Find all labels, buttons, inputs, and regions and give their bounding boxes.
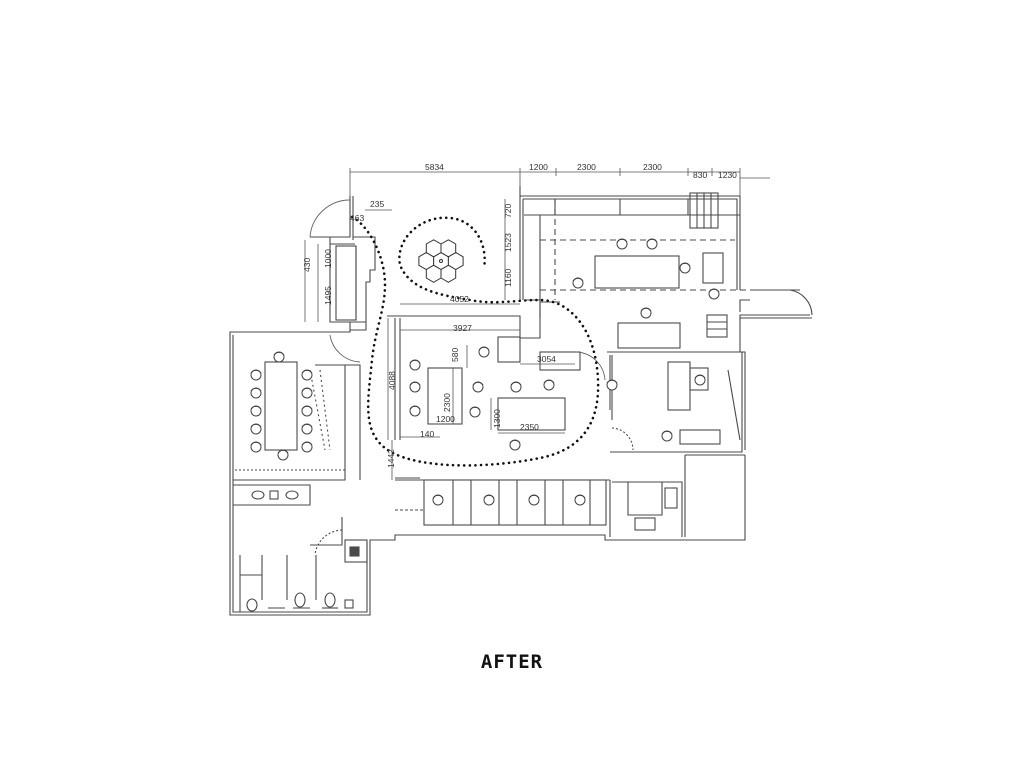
lobby-walls (330, 236, 376, 331)
dim-2350: 2350 (520, 422, 539, 432)
dim-830: 830 (693, 170, 707, 180)
chair-icon (574, 494, 586, 506)
dim-235: 235 (370, 199, 384, 209)
exterior-walls (229, 186, 812, 616)
hexagon-cell (440, 264, 457, 283)
drawing-caption: AFTER (480, 651, 544, 673)
dim-463: 463 (350, 213, 364, 223)
dim-1000: 1000 (323, 249, 333, 268)
chair-icon (543, 379, 555, 391)
chair-icon (301, 369, 313, 381)
hexagon-cell (440, 239, 457, 258)
dim-1160: 1160 (503, 268, 513, 287)
chair-icon (472, 381, 484, 393)
chair-icon (640, 307, 652, 319)
dim-2300-b: 2300 (643, 162, 662, 172)
chair-icon (250, 369, 262, 381)
chair-icon (277, 449, 289, 461)
chair-icon (250, 423, 262, 435)
chair-icon (606, 379, 618, 391)
chair-icon (509, 439, 521, 451)
meeting-room (233, 361, 361, 481)
chair-icon (679, 262, 691, 274)
dim-1200-table: 1200 (436, 414, 455, 424)
dim-3054: 3054 (537, 354, 556, 364)
workstations (395, 479, 607, 526)
circulation-path (350, 215, 600, 467)
chair-icon (572, 277, 584, 289)
chair-icon (409, 381, 421, 393)
washroom (233, 484, 368, 612)
dim-1230: 1230 (718, 170, 737, 180)
chair-icon (694, 374, 706, 386)
dim-580: 580 (450, 348, 460, 362)
dim-3927: 3927 (453, 323, 472, 333)
dim-140: 140 (420, 429, 434, 439)
dim-1495: 1495 (323, 286, 333, 305)
dimension-labels: 5834 1200 2300 2300 830 1230 235 463 430… (302, 162, 737, 468)
chair-icon (409, 405, 421, 417)
chair-icon (250, 405, 262, 417)
chair-icon (483, 494, 495, 506)
chair-icon (708, 288, 720, 300)
chair-icon (301, 423, 313, 435)
hexagon-cell (425, 239, 442, 258)
open-office (387, 301, 610, 481)
dimension-lines (304, 168, 770, 480)
dim-4052: 4052 (450, 294, 469, 304)
chair-icon (661, 430, 673, 442)
dim-720: 720 (503, 204, 513, 218)
hexagon-table-icon (418, 239, 464, 283)
chair-icon (301, 441, 313, 453)
pantry (609, 454, 745, 537)
chair-icon (478, 346, 490, 358)
chair-icon (432, 494, 444, 506)
chair-icon (250, 441, 262, 453)
dim-2300: 2300 (442, 393, 452, 412)
dim-1523: 1523 (503, 233, 513, 252)
chair-icon (616, 238, 628, 250)
chair-icon (510, 381, 522, 393)
manager-room (607, 351, 743, 453)
hexagon-cell (425, 264, 442, 283)
dim-1300: 1300 (492, 409, 502, 428)
dim-1200: 1200 (529, 162, 548, 172)
chair-icon (646, 238, 658, 250)
chair-icon (469, 406, 481, 418)
chair-icon (528, 494, 540, 506)
hexagon-center-dot (439, 259, 443, 263)
chair-icon (409, 359, 421, 371)
dim-1442: 1442 (386, 449, 396, 468)
chairs (250, 238, 720, 506)
doors (309, 199, 606, 381)
chair-icon (301, 405, 313, 417)
chair-icon (301, 387, 313, 399)
chair-icon (250, 387, 262, 399)
chair-icon (273, 351, 285, 363)
dim-4088: 4088 (387, 371, 397, 390)
top-right-office (524, 192, 813, 349)
dim-5834: 5834 (425, 162, 444, 172)
dim-2300-a: 2300 (577, 162, 596, 172)
dim-430: 430 (302, 258, 312, 272)
